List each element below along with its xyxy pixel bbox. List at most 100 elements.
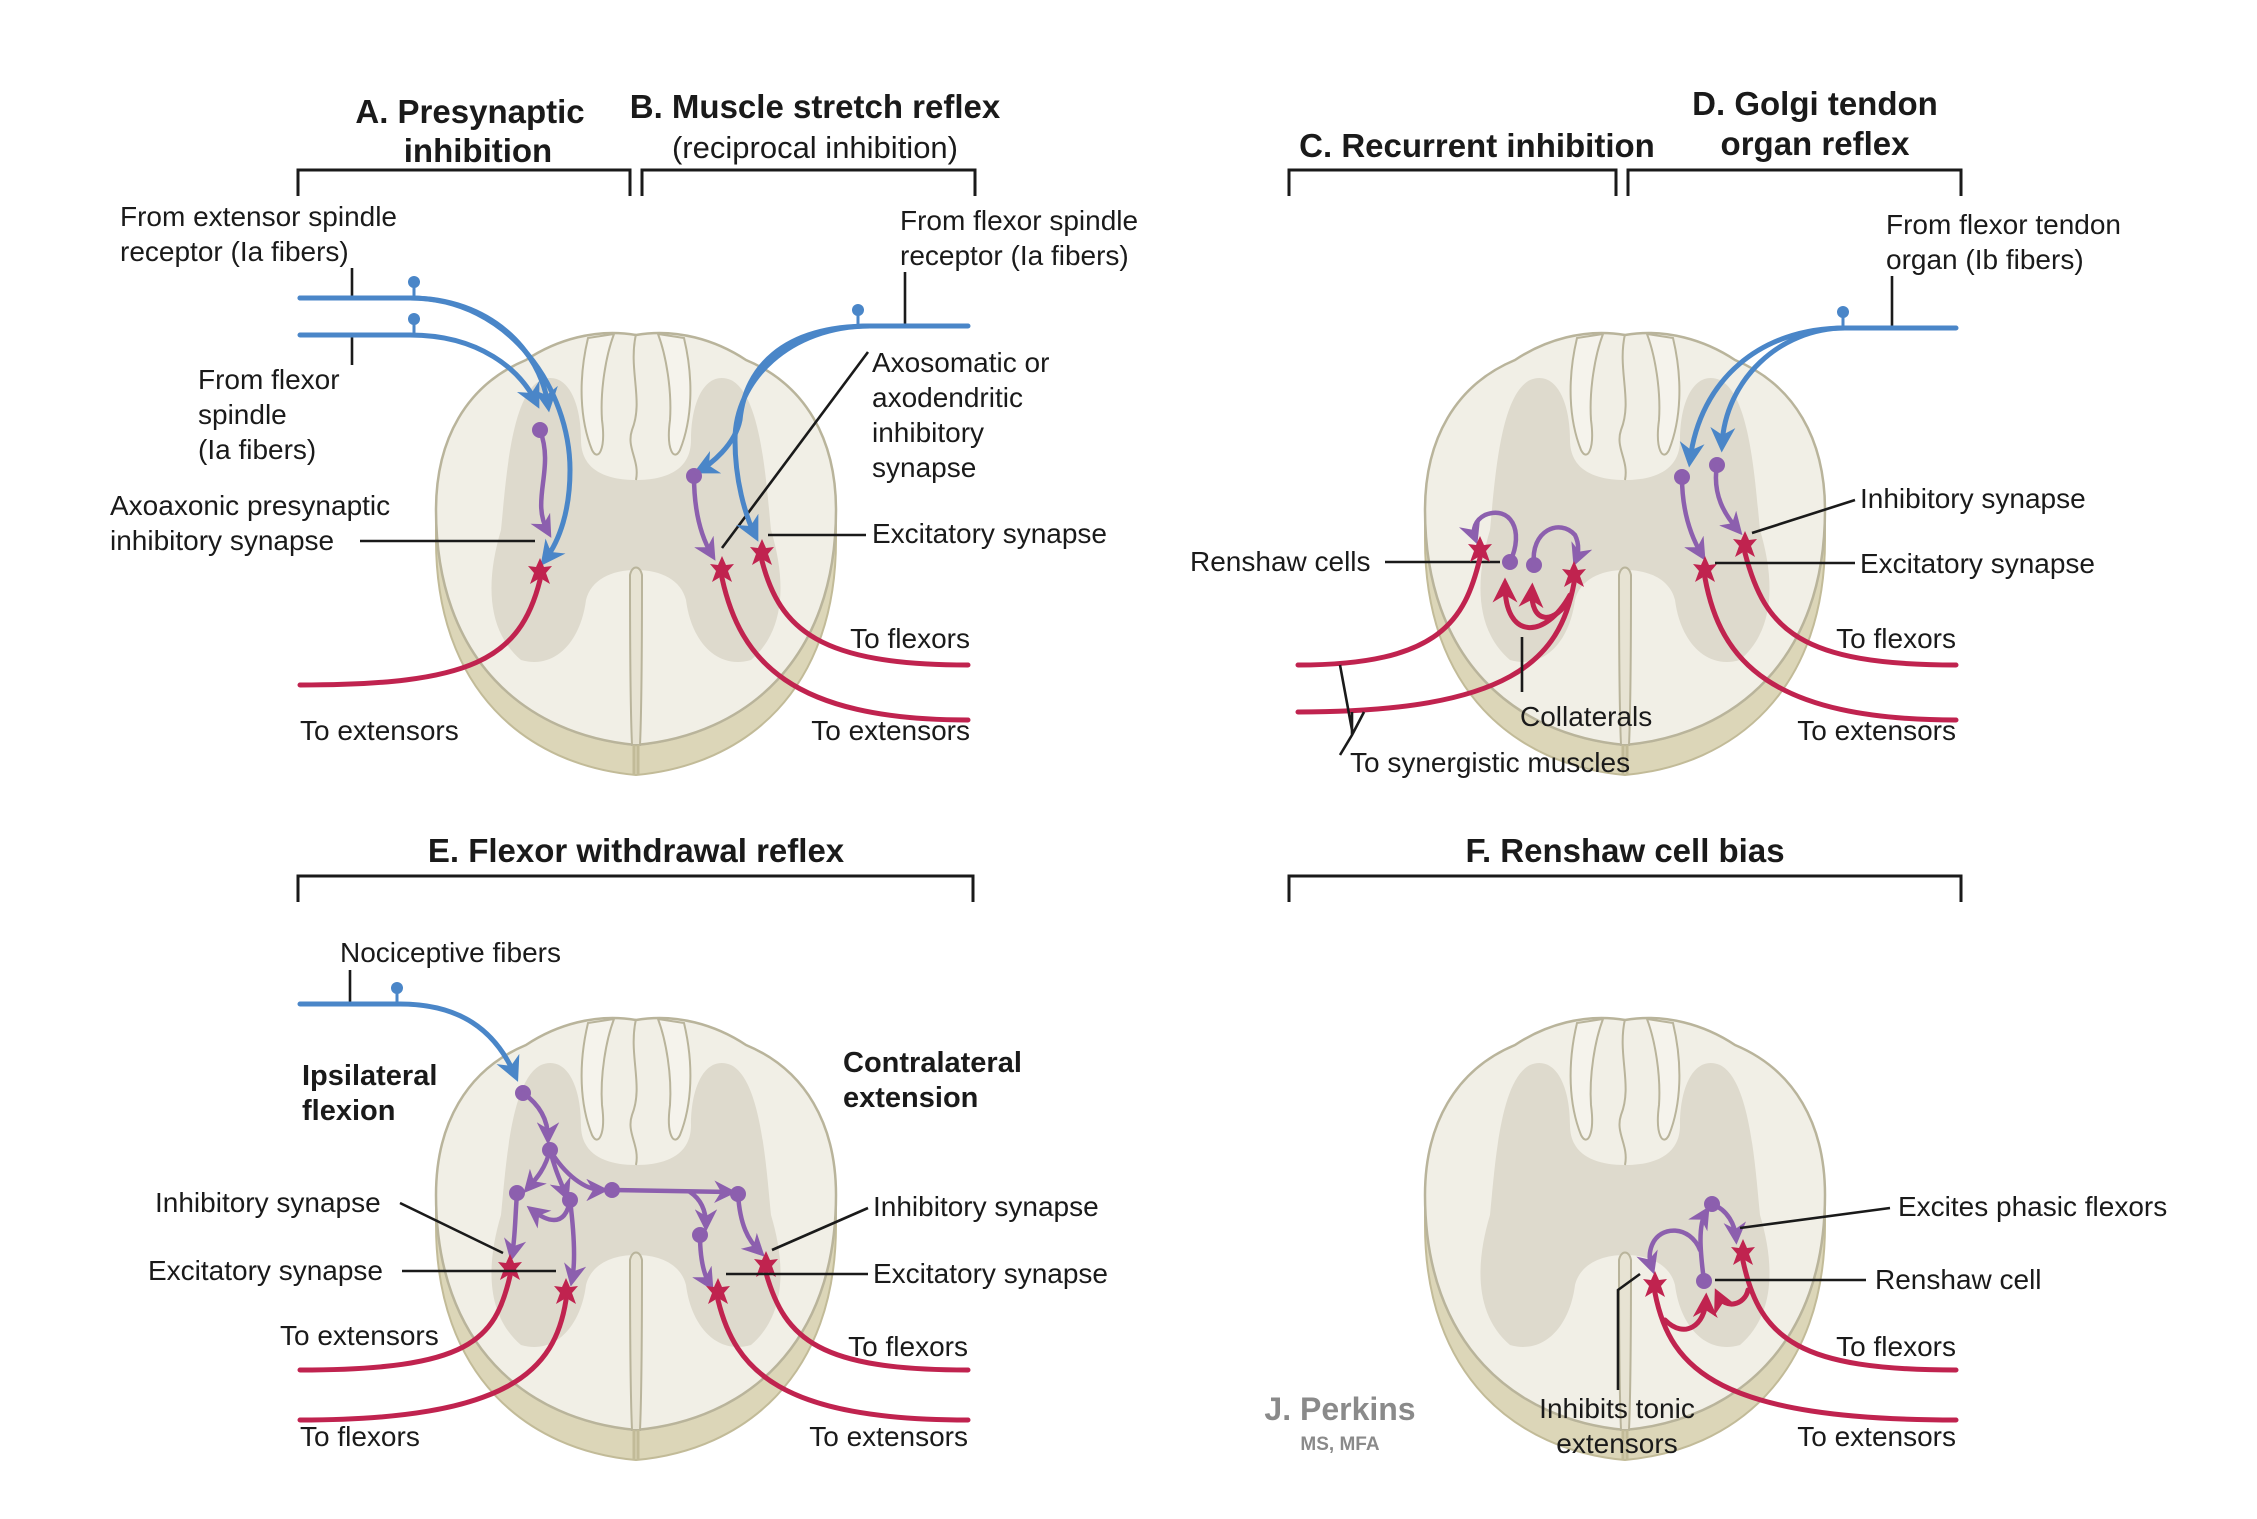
axon-a-presynaptic	[530, 427, 552, 538]
axon-b-inhibitory	[691, 473, 716, 561]
label-a-from-flexor-2: spindle	[198, 399, 287, 430]
label-d-from-tendon-1: From flexor tendon	[1886, 209, 2121, 240]
panel-a: A. Presynaptic inhibition	[296, 93, 632, 196]
panel-f: F. Renshaw cell bias	[1287, 832, 1963, 902]
leader-f-inhibits	[1616, 1272, 1641, 1390]
label-e-to-flexors-right: To flexors	[848, 1331, 968, 1362]
label-e-contralateral-1: Contralateral	[843, 1047, 1022, 1079]
panel-a-bracket	[296, 168, 632, 196]
label-e-to-flexors-left: To flexors	[300, 1421, 420, 1452]
motor-axon-e-left-flexors	[297, 1297, 569, 1423]
axon-e4-inhib	[526, 1197, 573, 1229]
label-b-axosomatic-3: inhibitory	[872, 417, 984, 448]
fiber-a-flexor-ia	[297, 332, 540, 409]
panel-c: C. Recurrent inhibition	[1287, 127, 1655, 196]
leader-c-synergistic	[1338, 664, 1366, 756]
signature-name: J. Perkins	[1264, 1391, 1415, 1427]
axon-e2a	[523, 1147, 553, 1194]
label-f-inhibits-1: Inhibits tonic	[1539, 1393, 1695, 1424]
signature-credentials: MS, MFA	[1300, 1434, 1379, 1455]
label-f-excites: Excites phasic flexors	[1898, 1191, 2167, 1222]
motor-axon-f-extensors	[1652, 1290, 1959, 1423]
label-e-excitatory-right: Excitatory synapse	[873, 1258, 1108, 1289]
label-a-from-flexor-3: (Ia fibers)	[198, 434, 316, 465]
label-b-from-flexor-1: From flexor spindle	[900, 205, 1138, 236]
axon-d1	[1679, 474, 1706, 561]
axon-e1	[520, 1090, 560, 1145]
panel-c-bracket	[1287, 168, 1618, 196]
label-a-from-flexor-1: From flexor	[198, 364, 340, 395]
bouton-a1	[408, 276, 420, 298]
label-a-to-extensors: To extensors	[300, 715, 459, 746]
motor-axon-d-flexors	[1742, 550, 1959, 668]
panel-b-title-line1: B. Muscle stretch reflex	[630, 88, 1001, 125]
bouton-d1	[1837, 306, 1849, 328]
label-c-collaterals: Collaterals	[1520, 701, 1652, 732]
label-d-inhibitory: Inhibitory synapse	[1860, 483, 2086, 514]
label-e-ipsilateral-2: flexion	[302, 1095, 395, 1127]
label-f-inhibits-2: extensors	[1556, 1428, 1677, 1459]
leader-e-inhibitory-left	[399, 1201, 504, 1255]
renshaw-axon-c2	[1531, 525, 1593, 568]
axon-e2c	[547, 1147, 609, 1202]
panel-e: E. Flexor withdrawal reflex	[296, 832, 975, 902]
panel-d-title-line2: organ reflex	[1721, 125, 1911, 162]
panel-e-title: E. Flexor withdrawal reflex	[428, 832, 845, 869]
label-e-excitatory-left: Excitatory synapse	[148, 1255, 383, 1286]
bouton-b1	[852, 304, 864, 326]
axon-f-excite	[1709, 1201, 1747, 1245]
panel-c-title: C. Recurrent inhibition	[1299, 127, 1655, 164]
panel-e-bracket	[296, 874, 975, 902]
panel-b: B. Muscle stretch reflex (reciprocal inh…	[630, 88, 1001, 196]
motor-axon-c2	[1295, 580, 1577, 715]
panel-d-bracket	[1626, 168, 1963, 196]
label-e-inhibitory-left: Inhibitory synapse	[155, 1187, 381, 1218]
motor-axon-b-flexors	[759, 558, 971, 668]
panel-d: D. Golgi tendon organ reflex	[1626, 85, 1963, 196]
axon-d2	[1713, 462, 1743, 536]
label-d-excitatory: Excitatory synapse	[1860, 548, 2095, 579]
collateral-c2	[1518, 582, 1573, 620]
motor-axon-c1	[1295, 555, 1483, 668]
label-e-to-extensors-right: To extensors	[809, 1421, 968, 1452]
leader-f-excites	[1739, 1206, 1891, 1230]
axon-e6	[735, 1191, 765, 1257]
label-a-from-extensor-1: From extensor spindle	[120, 201, 397, 232]
label-d-to-extensors: To extensors	[1797, 715, 1956, 746]
axon-e4	[564, 1197, 587, 1287]
bouton-a2	[408, 313, 420, 335]
motor-axon-a-extensors	[297, 577, 543, 688]
label-b-to-flexors: To flexors	[850, 623, 970, 654]
fiber-e-nociceptive	[297, 1001, 520, 1082]
motor-axon-b-extensors	[719, 575, 971, 723]
collateral-f1	[1662, 1292, 1718, 1332]
label-d-from-tendon-2: organ (Ib fibers)	[1886, 244, 2084, 275]
label-a-axoaxonic-1: Axoaxonic presynaptic	[110, 490, 390, 521]
panel-b-bracket	[640, 168, 977, 196]
panel-f-title: F. Renshaw cell bias	[1465, 832, 1784, 869]
panel-b-title-line2: (reciprocal inhibition)	[672, 130, 958, 165]
label-e-to-extensors-left: To extensors	[280, 1320, 439, 1351]
fiber-d-ib-2	[1710, 325, 1848, 453]
spinal-cord-ab	[434, 331, 838, 777]
panel-a-title-line1: A. Presynaptic	[355, 93, 584, 130]
fiber-a-extensor-ia	[297, 295, 573, 567]
label-c-synergistic: To synergistic muscles	[1350, 747, 1630, 778]
label-c-renshaw: Renshaw cells	[1190, 546, 1371, 577]
label-b-axosomatic-4: synapse	[872, 452, 976, 483]
label-e-nociceptive: Nociceptive fibers	[340, 937, 561, 968]
label-d-to-flexors: To flexors	[1836, 623, 1956, 654]
axon-e5-commissural	[609, 1180, 737, 1203]
renshaw-axon-f-inhibit	[1636, 1228, 1703, 1275]
motor-axon-e-left-extensors	[297, 1273, 513, 1373]
label-f-to-extensors: To extensors	[1797, 1421, 1956, 1452]
label-e-contralateral-2: extension	[843, 1082, 978, 1114]
motor-axon-d-extensors	[1702, 575, 1959, 723]
axon-e3	[504, 1190, 527, 1262]
renshaw-axon-c1	[1458, 510, 1519, 565]
label-f-to-flexors: To flexors	[1836, 1331, 1956, 1362]
panel-a-title-line2: inhibition	[404, 132, 552, 169]
label-b-excitatory: Excitatory synapse	[872, 518, 1107, 549]
